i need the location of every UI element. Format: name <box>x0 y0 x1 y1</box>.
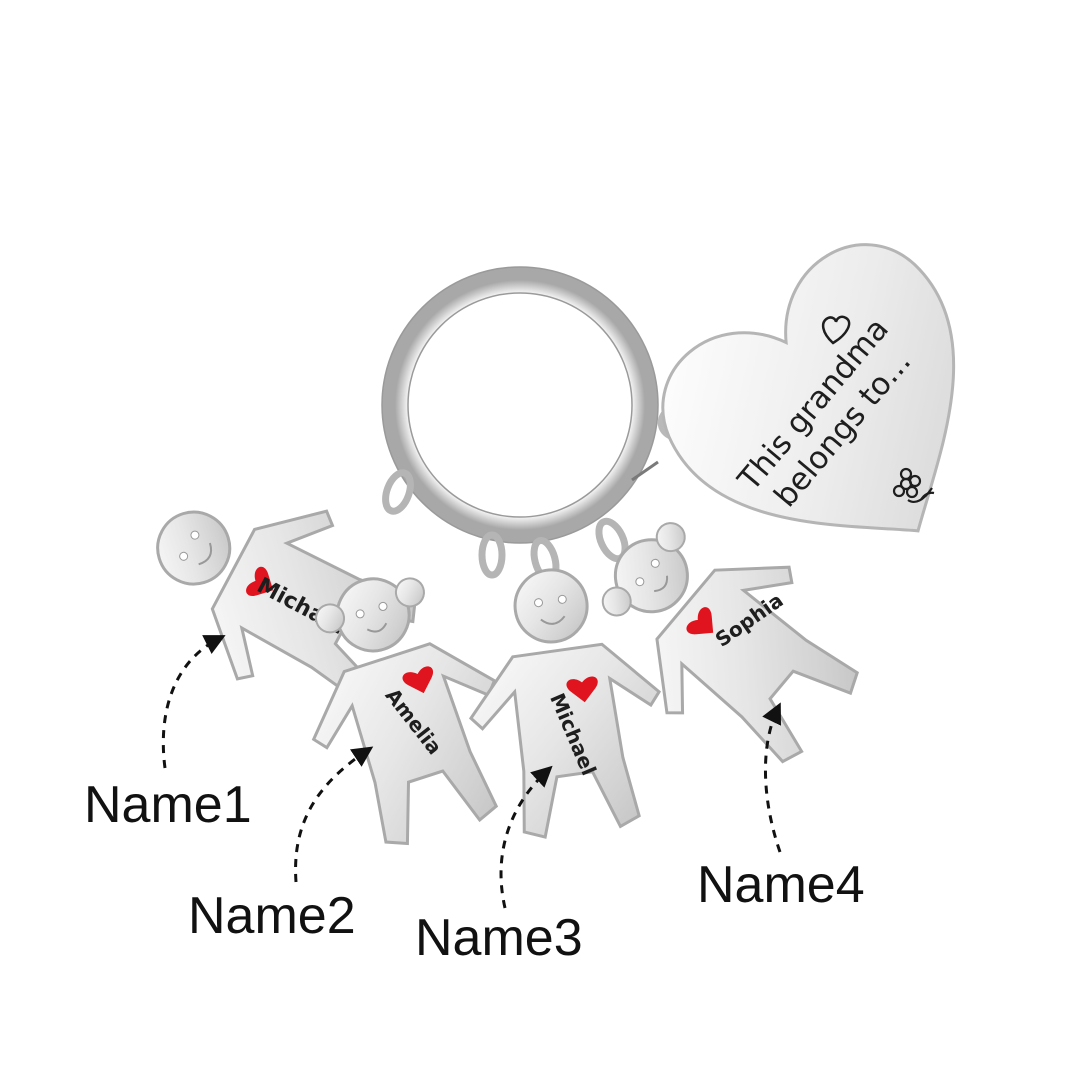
label-name1: Name1 <box>84 776 252 834</box>
child-charm-2: Amelia <box>270 549 536 863</box>
arrow-1 <box>161 635 226 769</box>
name-labels: Name1 Name2 Name3 Name4 <box>84 776 865 967</box>
label-name4: Name4 <box>697 856 865 914</box>
key-ring <box>381 266 659 544</box>
heart-tag: This grandma belongs to... <box>657 243 956 533</box>
arrow-2 <box>294 746 374 883</box>
label-name2: Name2 <box>188 887 356 945</box>
child-charm-4: Sophia <box>561 478 889 797</box>
small-heart-icon <box>821 315 851 345</box>
flower-icon <box>892 467 935 504</box>
arrow-3 <box>499 765 553 909</box>
child-charm-3: Michael <box>450 555 679 847</box>
label-name3: Name3 <box>415 909 583 967</box>
arrow-4 <box>762 702 782 853</box>
pointer-arrows <box>161 635 782 909</box>
